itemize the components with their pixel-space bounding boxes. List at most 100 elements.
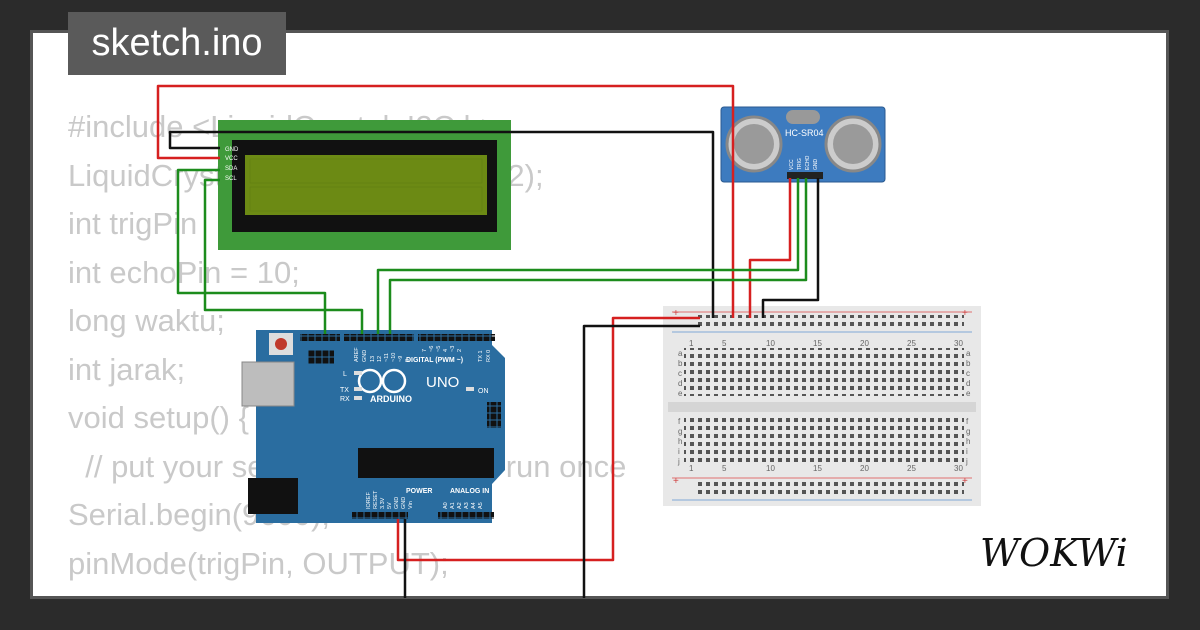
row-letter: c: [966, 369, 970, 378]
column-number: 5: [722, 339, 727, 348]
row-letter: h: [966, 437, 970, 446]
plus-icon: +: [962, 308, 968, 319]
row-letter: a: [678, 349, 683, 358]
wires: [156, 84, 820, 598]
pin-label: IOREF: [366, 492, 372, 509]
analog-label: ANALOG IN: [450, 488, 489, 495]
pin-label: RESET: [373, 490, 379, 509]
wire-black-sensor-gnd: [761, 178, 820, 318]
on-led: [466, 387, 474, 391]
wire-red-sensor-vcc: [748, 178, 792, 318]
row-letter: c: [678, 369, 682, 378]
row-letter: a: [966, 349, 971, 358]
column-number: 25: [907, 339, 916, 348]
row-letter: i: [966, 447, 968, 456]
wire-green-scl: [203, 178, 364, 334]
pin-label: A5: [478, 502, 484, 509]
terminal-strip-top: [684, 348, 964, 396]
wokwi-logo-text: WOKWi: [980, 531, 1128, 575]
lcd-screen: [245, 155, 487, 215]
icsp-header: [308, 350, 334, 364]
code-line: pinMode(echoPin, INPUT);: [68, 588, 626, 596]
usb-port: [241, 361, 295, 407]
wire-red-lcd-vcc: [156, 84, 735, 318]
row-letter: i: [678, 447, 680, 456]
pin-label: A1: [450, 502, 456, 509]
pin-label: AREF: [354, 347, 360, 362]
row-letter: j: [965, 457, 968, 466]
ultrasonic-sensor[interactable]: HC-SR04 VCC TRIG ECHO GND: [720, 106, 886, 183]
sensor-pin-label: GND: [813, 159, 819, 171]
wire-green-echo: [388, 178, 808, 334]
tx-led: [354, 387, 362, 391]
row-letter: h: [678, 437, 682, 446]
code-line: int jarak;: [68, 351, 186, 387]
top-power-rail: [694, 315, 964, 330]
digital-header-high: [344, 334, 414, 341]
column-number: 15: [813, 464, 822, 473]
tx-led-label: TX: [340, 387, 349, 394]
row-letter: b: [966, 359, 971, 368]
reset-button-cap: [275, 338, 287, 350]
rx-led: [354, 396, 362, 400]
pin-label: TX 1: [478, 350, 484, 362]
column-number: 30: [954, 339, 963, 348]
lcd-pin-label: GND: [225, 147, 239, 153]
lcd-pin-label: SDA: [225, 166, 237, 172]
column-number: 1: [689, 339, 694, 348]
wire-black-gnd-b: [582, 324, 700, 598]
pin-label: ~10: [391, 353, 397, 362]
pin-label: A3: [464, 502, 470, 509]
code-line: pinMode(trigPin, OUTPUT);: [68, 545, 449, 581]
pin-label: A4: [471, 502, 477, 509]
sensor-header: [787, 172, 823, 179]
center-channel: [668, 402, 976, 412]
wire-green-sda: [176, 168, 327, 334]
plus-icon: +: [673, 308, 679, 319]
lcd-pin-label: SCL: [225, 176, 237, 182]
digital-header-low: [418, 334, 495, 341]
arduino-uno-board[interactable]: DIGITAL (PWM ~) UNO ARDUINO ON TX RX L P…: [241, 330, 505, 523]
row-letter: b: [678, 359, 683, 368]
pin-label: 8: [405, 359, 411, 362]
l-led: [354, 371, 362, 375]
column-number: 10: [766, 464, 775, 473]
on-led-label: ON: [478, 388, 489, 395]
row-letter: f: [678, 417, 681, 426]
atmega-chip: [358, 448, 494, 478]
icsp-header-2: [487, 402, 501, 428]
pin-label: GND: [362, 350, 368, 362]
pin-label: GND: [401, 497, 407, 509]
column-number: 20: [860, 464, 869, 473]
row-letter: d: [678, 379, 682, 388]
pin-label: A0: [443, 502, 449, 509]
pin-label: 12: [377, 356, 383, 362]
uno-label: UNO: [426, 374, 459, 391]
row-letter: f: [966, 417, 969, 426]
column-number: 30: [954, 464, 963, 473]
power-label: POWER: [406, 488, 432, 495]
column-number: 25: [907, 464, 916, 473]
transducer-mesh: [833, 124, 873, 164]
pin-label: ~11: [384, 353, 390, 362]
plus-icon: +: [673, 476, 679, 487]
plus-icon: +: [962, 476, 968, 487]
pin-label: ~9: [398, 356, 404, 362]
file-name-tab[interactable]: sketch.ino: [68, 12, 286, 75]
pin-label: GND: [394, 497, 400, 509]
row-letter: g: [678, 427, 682, 436]
lcd-pin-label: VCC: [225, 156, 238, 162]
wokwi-logo: WOKWi: [980, 531, 1128, 575]
infinity-logo-icon: [381, 368, 407, 394]
code-line: int echoPin = 10;: [68, 254, 300, 290]
lcd-display[interactable]: GND VCC SDA SCL: [218, 120, 511, 250]
l-led-label: L: [343, 371, 347, 378]
pin-label: 2: [457, 349, 463, 352]
column-number: 15: [813, 339, 822, 348]
breadboard: 1 5 10 15 20 25 30 1 5 10 15 20 25 30 a …: [663, 306, 981, 506]
column-number: 20: [860, 339, 869, 348]
digital-label: DIGITAL (PWM ~): [406, 357, 463, 364]
sensor-pin-label: VCC: [789, 159, 795, 170]
row-letter: e: [678, 389, 683, 398]
infinity-logo-icon: [357, 368, 383, 394]
